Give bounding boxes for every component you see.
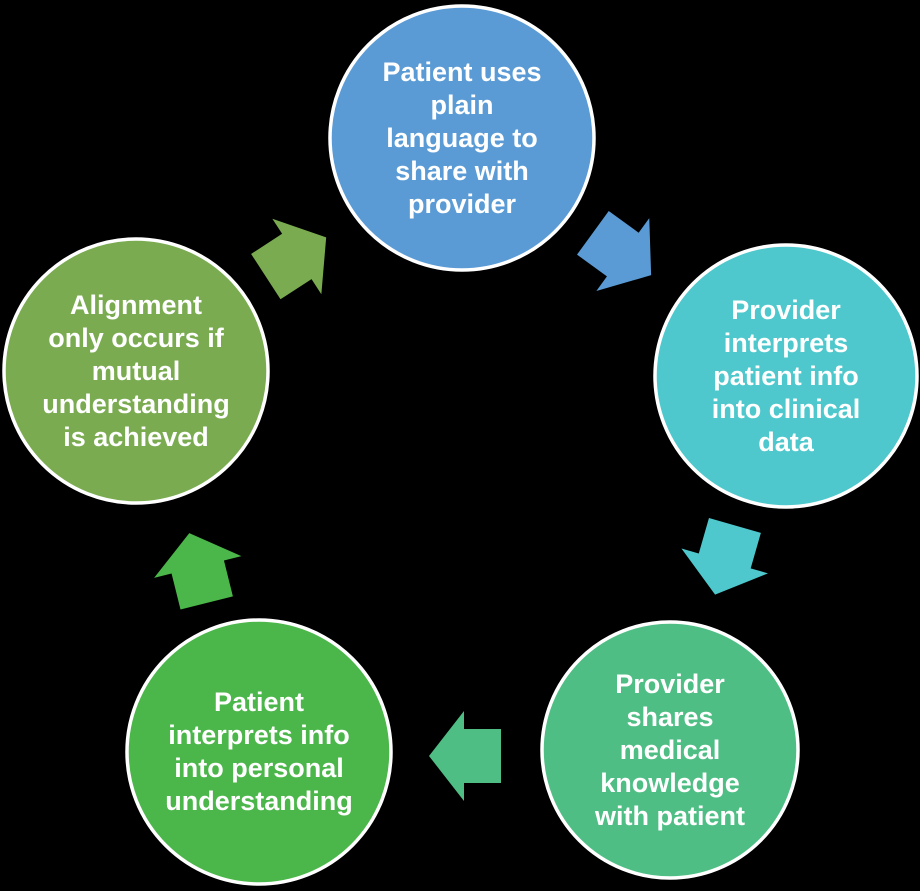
node-circle-provider-interprets-info <box>653 243 919 509</box>
node-circle-alignment-mutual-understanding <box>2 237 270 505</box>
node-circle-provider-shares-knowledge <box>540 620 800 880</box>
arrow-alignment-to-patient-icon <box>251 218 327 300</box>
arrow-provider-to-shares-icon <box>681 517 768 595</box>
node-circle-patient-interprets-info <box>125 618 393 886</box>
arrow-patient-to-provider-icon <box>577 210 652 291</box>
node-circle-patient-plain-language <box>328 4 596 272</box>
arrow-interprets-to-alignment-icon <box>154 533 242 610</box>
arrow-shares-to-interprets-icon <box>429 711 501 801</box>
